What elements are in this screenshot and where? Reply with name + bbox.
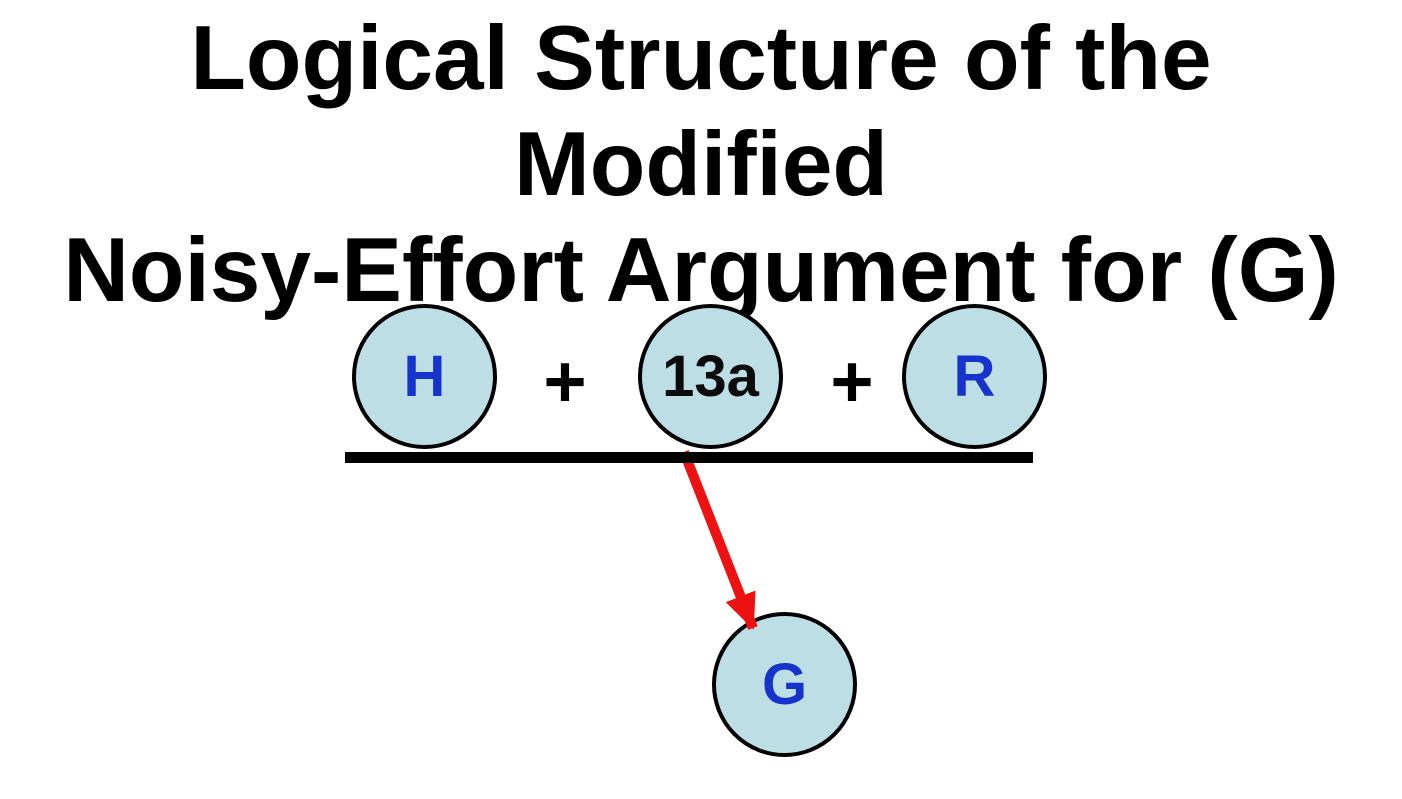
conclusion-node-G: G <box>712 612 857 757</box>
inference-bar <box>345 452 1033 463</box>
premise-node-13a: 13a <box>638 304 783 449</box>
premise-node-R-label: R <box>953 343 996 409</box>
inference-arrow-line <box>679 450 758 630</box>
page-title: Logical Structure of the Modified Noisy-… <box>0 6 1402 324</box>
plus-operator-2: + <box>830 339 874 423</box>
page-title-line1: Logical Structure of the Modified <box>190 8 1212 215</box>
premise-node-H: H <box>352 304 497 449</box>
premise-node-R: R <box>902 304 1047 449</box>
premise-node-H-label: H <box>403 343 446 409</box>
plus-operator-1: + <box>543 339 587 423</box>
premise-node-13a-label: 13a <box>662 343 759 409</box>
conclusion-node-G-label: G <box>761 651 808 717</box>
